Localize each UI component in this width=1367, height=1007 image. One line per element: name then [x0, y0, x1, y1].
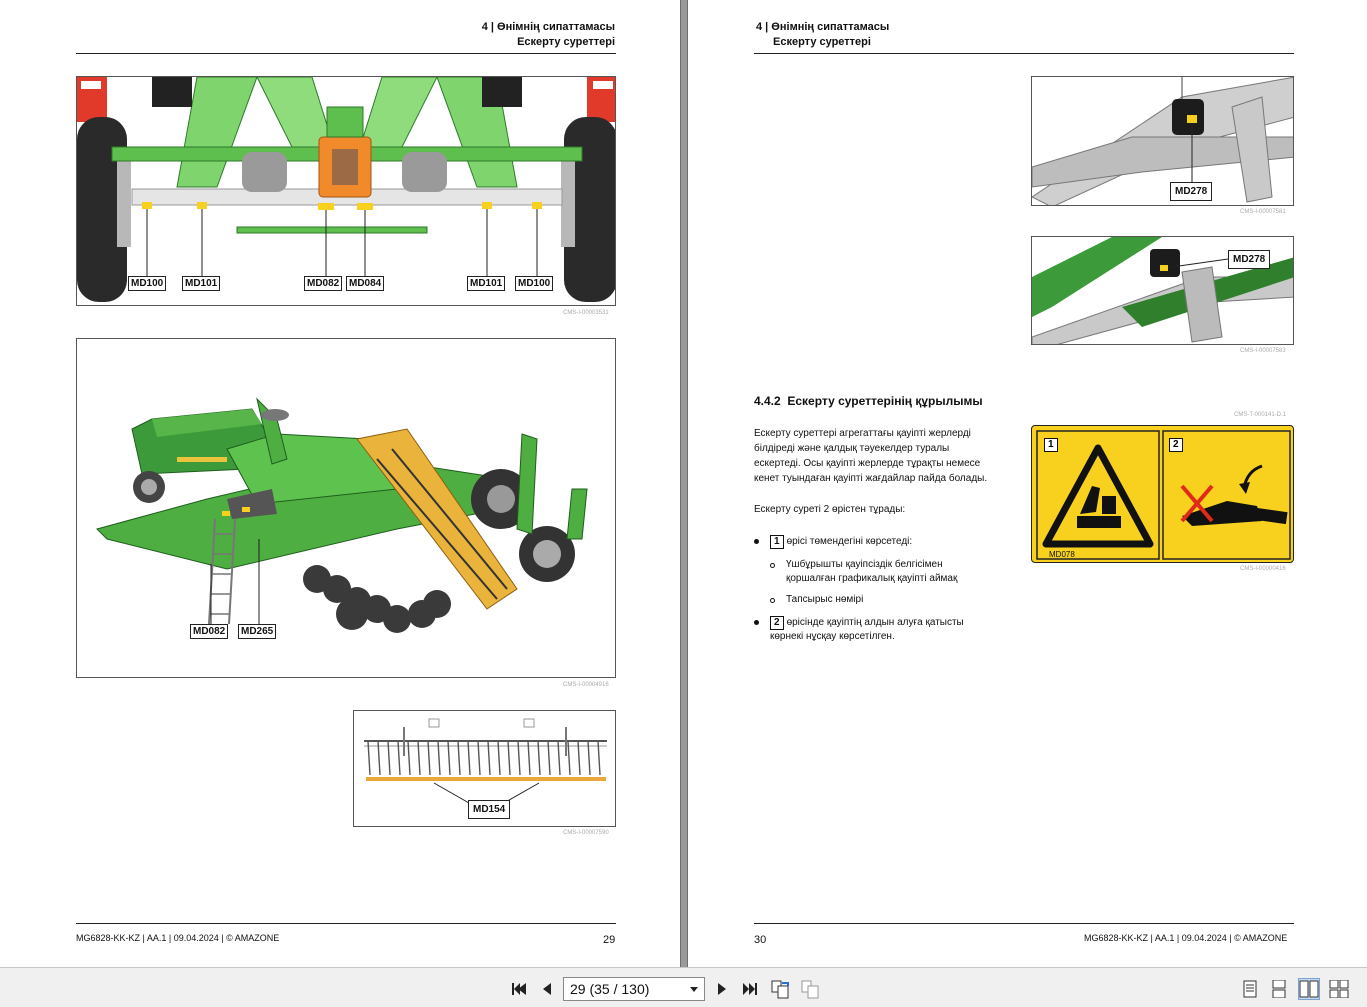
intro-line: білдіреді және қалдық тәуекелдер туралы [754, 443, 950, 454]
callout-md265: MD265 [238, 624, 277, 639]
two-page-icon[interactable] [1298, 978, 1320, 1000]
first-page-icon[interactable] [508, 978, 530, 1000]
frame-detail-illustration [1032, 237, 1293, 344]
footer-rule [754, 923, 1294, 924]
sub-bullet-item-1: Үшбұрышты қауіпсіздік белгісімен қоршалғ… [786, 558, 957, 586]
footer-rule [76, 923, 616, 924]
callout-md082: MD082 [304, 276, 343, 291]
page-footer: MG6828-KK-KZ | AA.1 | 09.04.2024 | © AMA… [1084, 933, 1288, 943]
header-rule [76, 53, 616, 54]
tine-bar-illustration [364, 718, 607, 804]
callout-md278: MD278 [1228, 250, 1271, 269]
last-page-icon[interactable] [739, 978, 761, 1000]
sign-field-2: 2 [1169, 438, 1183, 452]
section-heading: 4.4.2 Ескерту суреттерінің құрылымы [754, 394, 983, 408]
intro-line: кенет туындаған қауіпті жағдайлар пайда … [754, 473, 988, 484]
callout-md100-right: MD100 [515, 276, 554, 291]
single-page-icon[interactable] [1239, 978, 1261, 1000]
page-29: 4 | Өнімнің сипаттамасы Ескерту суреттер… [0, 0, 680, 967]
header-rule [754, 53, 1294, 54]
callout-md101-right: MD101 [467, 276, 506, 291]
page-selector-value: 29 (35 / 130) [570, 981, 650, 997]
continuous-icon[interactable] [1268, 978, 1290, 1000]
figure-tine-bar: MD154 [353, 710, 616, 827]
bullet-text: көрнекі нұсқау көрсетілген. [770, 631, 895, 642]
callout-md101-left: MD101 [182, 276, 221, 291]
header-chapter: 4 | Өнімнің сипаттамасы [756, 21, 890, 33]
callout-md084: MD084 [346, 276, 385, 291]
intro-line: ескертеді. Осы қауіпті жерлерде тұрақты … [754, 458, 981, 469]
figure-machine-overview: MD082 MD265 [76, 338, 616, 678]
callout-md278: MD278 [1170, 182, 1213, 201]
intro-paragraph: Ескерту суреттері агрегаттағы қауіпті же… [754, 426, 987, 486]
back-view-icon[interactable] [769, 978, 791, 1000]
page-number: 30 [754, 934, 767, 946]
section-number: 4.4.2 [754, 394, 781, 408]
header-chapter: 4 | Өнімнің сипаттамасы [481, 21, 615, 33]
section-id: CMS-T-000141-D.1 [1234, 412, 1287, 418]
section-title: Ескерту суреттерінің құрылымы [787, 394, 983, 408]
figure-front-view: MD100 MD101 MD082 MD084 MD101 MD100 [76, 76, 616, 306]
document-viewer: 4 | Өнімнің сипаттамасы Ескерту суреттер… [0, 0, 1367, 967]
page-header: 4 | Өнімнің сипаттамасы Ескерту суреттер… [0, 20, 615, 50]
page-header: 4 | Өнімнің сипаттамасы Ескерту суреттер… [756, 20, 889, 50]
bullet-text: өрісінде қауіптің алдын алуға қатысты [786, 617, 964, 628]
figure-id: CMS-I-00000416 [1240, 566, 1286, 572]
intro-line: Ескерту суреттері агрегаттағы қауіпті же… [754, 428, 971, 439]
figure-id: CMS-I-00004916 [563, 682, 609, 688]
sign-field-1: 1 [1044, 438, 1058, 452]
figure-id: CMS-I-00007590 [563, 830, 609, 836]
page-selector[interactable]: 29 (35 / 130) [563, 977, 705, 1001]
bullet-text: өрісі төмендегіні көрсетеді: [786, 536, 913, 547]
fields-paragraph: Ескерту суреті 2 өрістен тұрады: [754, 504, 906, 515]
header-section: Ескерту суреттері [517, 36, 615, 48]
header-section: Ескерту суреттері [773, 36, 871, 48]
prev-page-icon[interactable] [536, 978, 558, 1000]
frame-illustration [1032, 77, 1293, 205]
page-gutter [680, 0, 688, 967]
sign-code: MD078 [1049, 550, 1075, 559]
front-view-illustration [77, 77, 615, 305]
figure-id: CMS-I-00007581 [1240, 209, 1286, 215]
sub-line: қоршалған графикалық қауіпті аймақ [786, 573, 958, 584]
bullet-dot [754, 539, 759, 544]
sub-bullet [770, 563, 775, 568]
warning-sign-graphic [1036, 430, 1291, 560]
callout-md082: MD082 [190, 624, 229, 639]
viewer-toolbar: 29 (35 / 130) [0, 967, 1367, 1007]
figure-id: CMS-I-00007583 [1240, 348, 1286, 354]
sub-bullet-item-2: Тапсырыс нөмірі [786, 594, 864, 605]
field-number-1: 1 [770, 535, 784, 549]
figure-md278-location-1: MD278 [1031, 76, 1294, 206]
page-footer: MG6828-KK-KZ | AA.1 | 09.04.2024 | © AMA… [76, 933, 280, 943]
field-number-2: 2 [770, 616, 784, 630]
figure-id: CMS-I-00003531 [563, 310, 609, 316]
next-page-icon[interactable] [711, 978, 733, 1000]
two-page-continuous-icon[interactable] [1328, 978, 1350, 1000]
sub-bullet [770, 598, 775, 603]
bullet-dot [754, 620, 759, 625]
sub-line: Үшбұрышты қауіпсіздік белгісімен [786, 559, 943, 570]
page-number: 29 [603, 934, 616, 946]
machine-illustration [96, 397, 588, 633]
forward-view-icon[interactable] [799, 978, 821, 1000]
callout-md154: MD154 [468, 800, 511, 819]
figure-md278-location-2: MD278 [1031, 236, 1294, 345]
callout-md100-left: MD100 [128, 276, 167, 291]
chevron-down-icon [690, 987, 698, 992]
warning-sign-md078: 1 2 MD078 [1031, 425, 1294, 563]
